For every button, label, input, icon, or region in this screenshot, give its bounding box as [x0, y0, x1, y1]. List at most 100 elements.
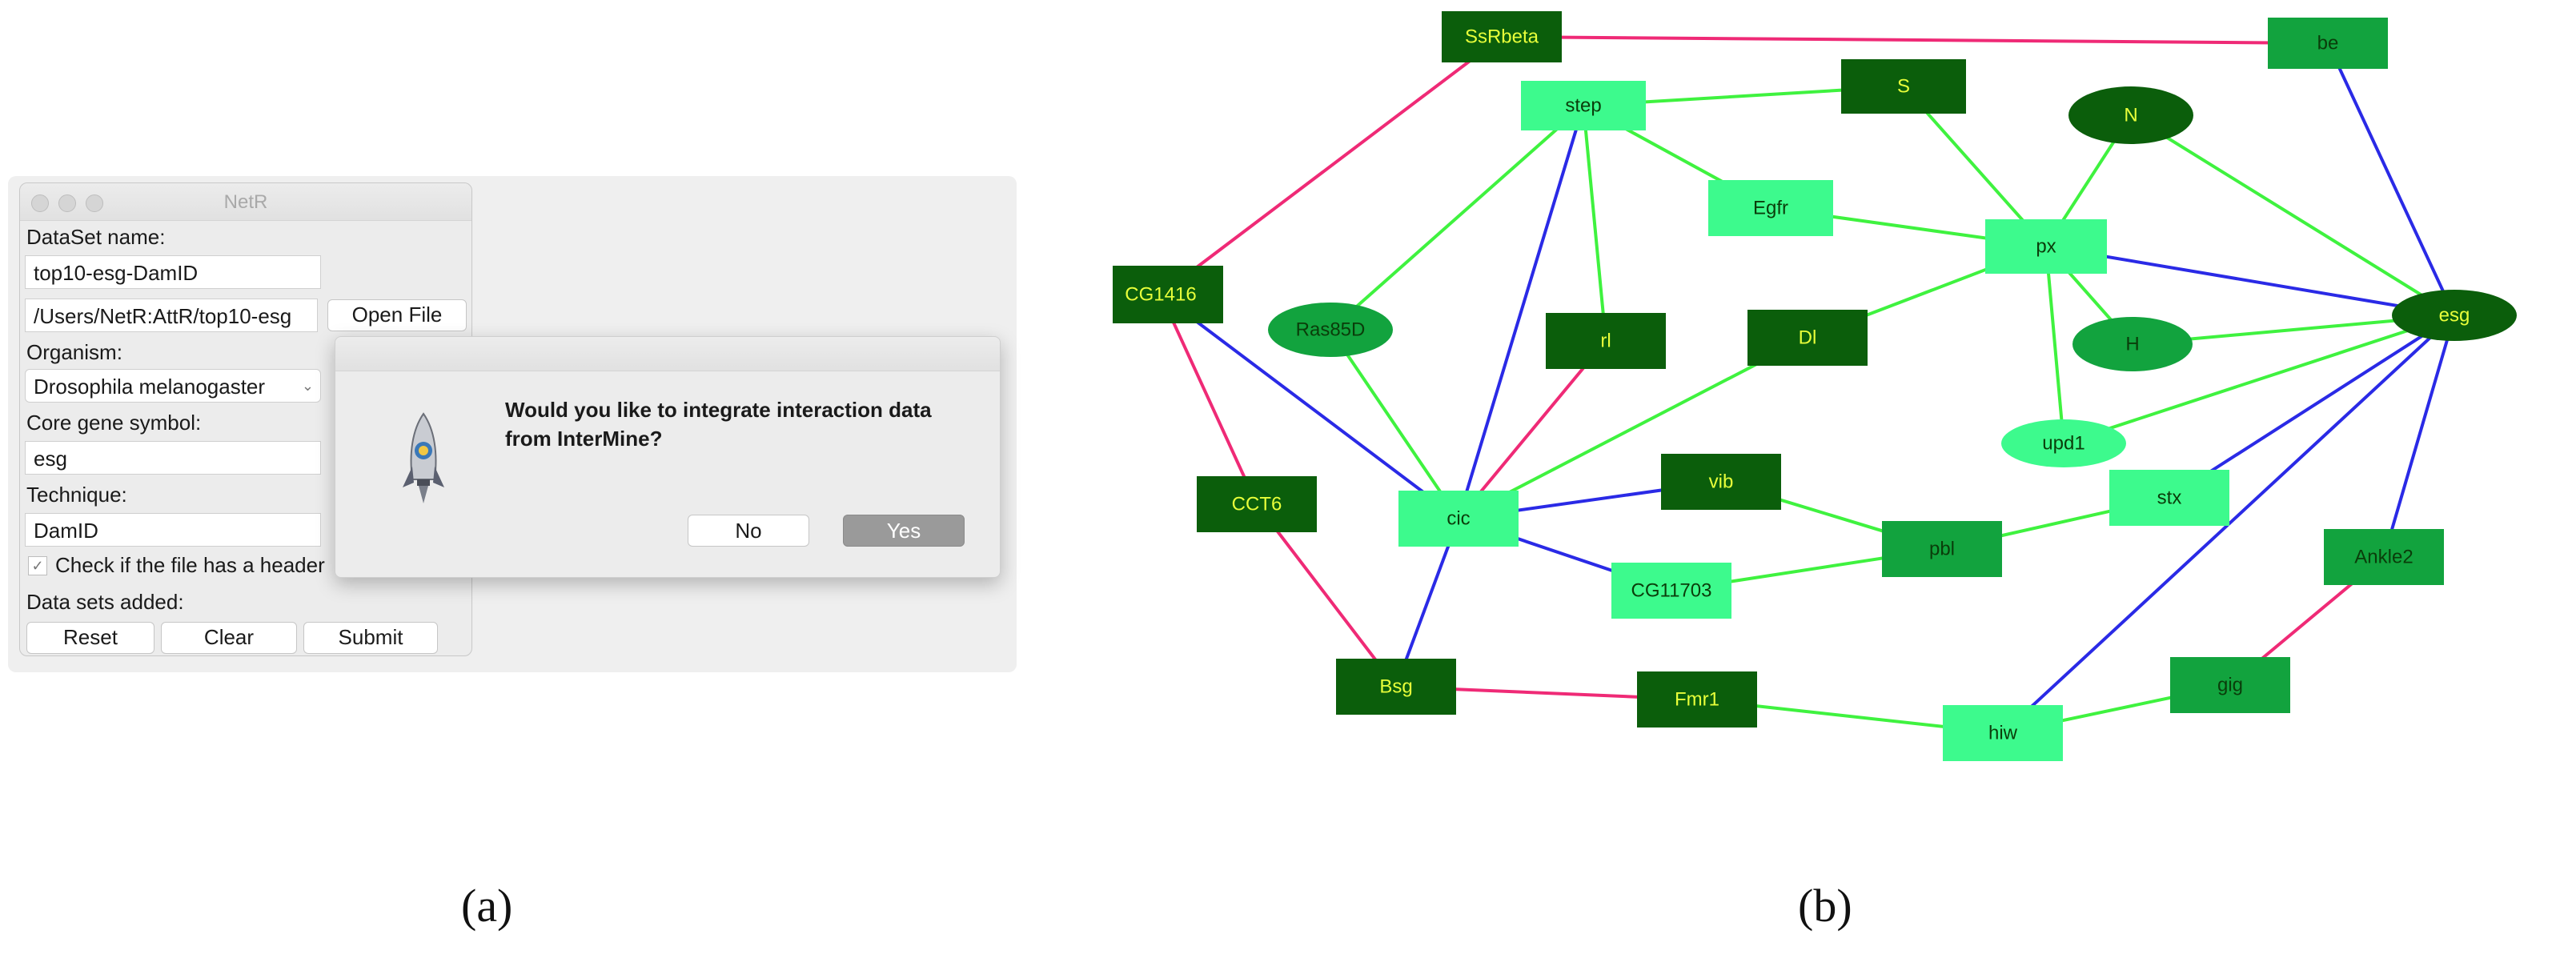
datasets-added-label: Data sets added:: [26, 590, 184, 614]
technique-label: Technique:: [26, 483, 127, 507]
panel-b-caption: (b): [1798, 880, 1852, 932]
node-shape-be: [2268, 18, 2388, 69]
node-label-esg: esg: [2439, 305, 2470, 327]
node-CCT6[interactable]: CCT6: [1197, 476, 1317, 532]
dialog-titlebar: [335, 337, 1000, 371]
node-esg[interactable]: esg: [2392, 290, 2517, 341]
node-cic[interactable]: cic: [1398, 491, 1519, 547]
chevron-down-icon: ⌄: [301, 378, 314, 394]
organism-selected-value: Drosophila melanogaster: [34, 375, 266, 399]
file-path-input[interactable]: /Users/NetR:AttR/top10-esg: [25, 299, 318, 332]
window-titlebar: NetR: [20, 183, 471, 221]
technique-input[interactable]: DamID: [25, 513, 321, 547]
header-checkbox[interactable]: ✓: [28, 556, 47, 575]
edge-CCT6-Bsg: [1255, 503, 1398, 688]
node-stx[interactable]: stx: [2109, 470, 2229, 526]
node-label-Dl: Dl: [1799, 327, 1817, 349]
node-label-rl: rl: [1600, 331, 1611, 352]
node-shape-SsRbeta: [1442, 11, 1562, 62]
edge-SsRbeta-CG1416: [1159, 35, 1503, 296]
edge-px-esg: [2045, 245, 2455, 317]
node-Dl[interactable]: Dl: [1747, 310, 1868, 366]
node-rl[interactable]: rl: [1546, 313, 1666, 369]
node-N[interactable]: N: [2068, 86, 2193, 144]
edge-Ankle2-esg: [2382, 315, 2456, 558]
node-px[interactable]: px: [1985, 219, 2107, 274]
minimize-window-icon[interactable]: [58, 194, 76, 212]
node-label-stx: stx: [2157, 487, 2182, 509]
edge-upd1-esg: [2063, 314, 2455, 445]
node-shape-S: [1841, 59, 1966, 114]
node-label-H: H: [2125, 334, 2139, 355]
node-shape-esg: [2392, 290, 2517, 341]
intermine-dialog: Would you like to integrate interaction …: [335, 336, 1001, 578]
dataset-name-label: DataSet name:: [26, 225, 166, 249]
node-shape-N: [2068, 86, 2193, 144]
node-shape-CCT6: [1197, 476, 1317, 532]
node-hiw[interactable]: hiw: [1943, 705, 2063, 761]
node-step[interactable]: step: [1521, 81, 1646, 130]
edge-be-esg: [2326, 42, 2456, 316]
node-shape-Egfr: [1708, 180, 1833, 236]
node-SsRbeta[interactable]: SsRbeta: [1442, 11, 1562, 62]
node-CG11703[interactable]: CG11703: [1611, 563, 1731, 619]
node-label-CG1416: CG1416: [1125, 284, 1196, 306]
dialog-message-line2: from InterMine?: [505, 427, 663, 451]
node-be[interactable]: be: [2268, 18, 2388, 69]
node-label-S: S: [1897, 76, 1910, 98]
node-shape-pbl: [1882, 521, 2002, 577]
edge-rl-cic: [1457, 339, 1607, 520]
node-label-cic: cic: [1446, 508, 1470, 530]
node-pbl[interactable]: pbl: [1882, 521, 2002, 577]
edge-px-upd1: [2044, 246, 2065, 444]
node-shape-CG11703: [1611, 563, 1731, 619]
node-Bsg[interactable]: Bsg: [1336, 659, 1456, 715]
node-vib[interactable]: vib: [1661, 454, 1781, 510]
submit-button[interactable]: Submit: [303, 622, 438, 654]
node-CG1416[interactable]: CG1416: [1113, 266, 1223, 323]
zoom-window-icon[interactable]: [86, 194, 103, 212]
node-shape-Ankle2: [2324, 529, 2444, 585]
node-shape-px: [1985, 219, 2107, 274]
close-window-icon[interactable]: [31, 194, 49, 212]
node-Ras85D[interactable]: Ras85D: [1268, 303, 1393, 357]
node-Fmr1[interactable]: Fmr1: [1637, 671, 1757, 728]
edge-CG1416-cic: [1159, 293, 1460, 520]
node-label-CCT6: CCT6: [1232, 494, 1282, 515]
edge-layer: [1159, 35, 2456, 735]
node-label-N: N: [2124, 105, 2137, 126]
reset-button[interactable]: Reset: [26, 622, 154, 654]
node-label-vib: vib: [1709, 471, 1734, 493]
node-label-Egfr: Egfr: [1753, 198, 1788, 219]
yes-button[interactable]: Yes: [843, 515, 965, 547]
open-file-button[interactable]: Open File: [327, 299, 467, 331]
node-label-Bsg: Bsg: [1379, 676, 1412, 698]
dataset-name-input[interactable]: top10-esg-DamID: [25, 255, 321, 289]
node-label-upd1: upd1: [2042, 433, 2084, 455]
header-checkbox-label: Check if the file has a header: [55, 553, 325, 577]
node-label-CG11703: CG11703: [1631, 580, 1712, 602]
node-Egfr[interactable]: Egfr: [1708, 180, 1833, 236]
node-Ankle2[interactable]: Ankle2: [2324, 529, 2444, 585]
edge-stx-esg: [2168, 314, 2456, 499]
node-H[interactable]: H: [2072, 317, 2193, 371]
organism-select[interactable]: Drosophila melanogaster ⌄: [25, 369, 321, 403]
edge-step-cic: [1457, 105, 1585, 519]
node-gig[interactable]: gig: [2170, 657, 2290, 713]
node-label-px: px: [2036, 236, 2056, 258]
window-title: NetR: [223, 191, 268, 213]
edge-step-Ras85D: [1329, 104, 1585, 331]
edge-step-rl: [1582, 105, 1607, 342]
edge-CG1416-CCT6: [1159, 294, 1258, 505]
no-button[interactable]: No: [688, 515, 809, 547]
node-S[interactable]: S: [1841, 59, 1966, 114]
node-shape-step: [1521, 81, 1646, 130]
node-shape-Bsg: [1336, 659, 1456, 715]
core-gene-input[interactable]: esg: [25, 441, 321, 475]
clear-button[interactable]: Clear: [161, 622, 297, 654]
node-upd1[interactable]: upd1: [2001, 419, 2126, 467]
node-shape-hiw: [1943, 705, 2063, 761]
node-shape-Dl: [1747, 310, 1868, 366]
